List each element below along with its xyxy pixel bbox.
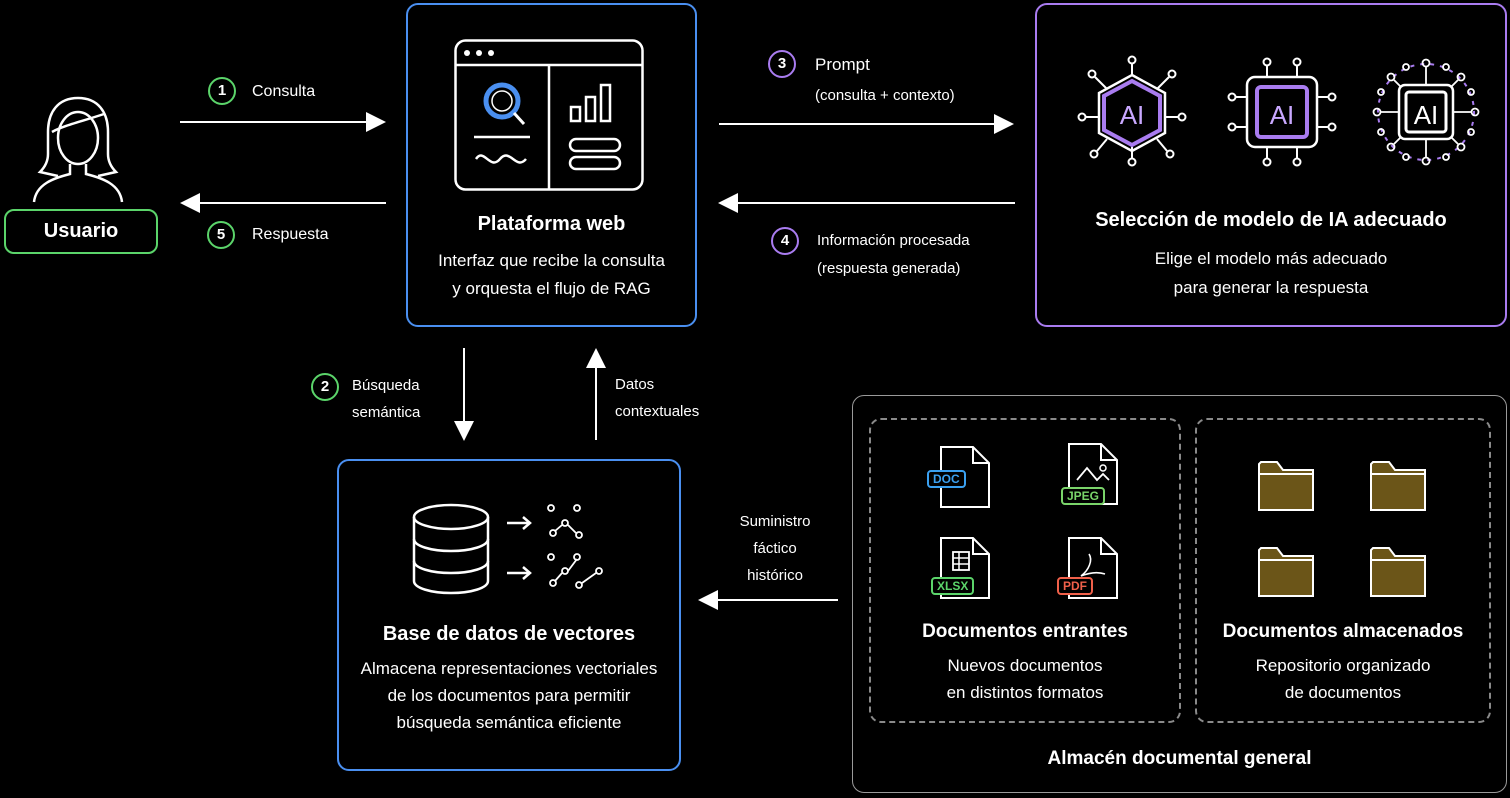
doc-tag: DOC <box>927 470 966 488</box>
ai-box: AI AI <box>1035 3 1507 327</box>
step-4-sublabel: (respuesta generada) <box>817 260 961 277</box>
folder-icon <box>1370 461 1426 511</box>
folder-icon <box>1258 547 1314 597</box>
step-2-label: Búsqueda <box>352 377 420 394</box>
folder-icon <box>1370 547 1426 597</box>
user-icon <box>32 96 124 203</box>
web-interface-icon <box>454 39 644 191</box>
stored-title: Documentos almacenados <box>1222 621 1464 642</box>
doc-file-icon <box>940 446 990 508</box>
ai-desc-2: para generar la respuesta <box>1173 278 1369 297</box>
vectordb-title: Base de datos de vectores <box>382 623 636 645</box>
stored-desc-2: de documentos <box>1284 683 1402 702</box>
platform-box: Plataforma web Interfaz que recibe la co… <box>406 3 697 327</box>
suministro-label-1: Suministro <box>739 513 811 530</box>
step-4-badge: 4 <box>771 227 799 255</box>
step-1-badge: 1 <box>208 77 236 105</box>
user-label-box: Usuario <box>4 209 158 254</box>
step-5-label: Respuesta <box>252 226 329 243</box>
datos-label-2: contextuales <box>615 403 700 420</box>
vectordb-desc-2: de los documentos para permitir <box>387 686 631 705</box>
ai-desc-1: Elige el modelo más adecuado <box>1154 249 1388 268</box>
step-5-badge: 5 <box>207 221 235 249</box>
ai-chip-icon <box>1227 57 1337 167</box>
stored-box: Documentos almacenados Repositorio organ… <box>1195 418 1491 723</box>
ai-circuit-icon <box>1372 58 1480 166</box>
vectordb-desc-3: búsqueda semántica eficiente <box>396 713 622 732</box>
incoming-box: DOC JPEG XLSX PDF Documentos entrantes N… <box>869 418 1181 723</box>
vector-nodes-icon <box>507 504 603 589</box>
step-3-label: Prompt <box>815 55 870 74</box>
step-4-label: Información procesada <box>817 232 970 249</box>
suministro-label-3: histórico <box>747 567 803 584</box>
jpeg-tag: JPEG <box>1061 487 1106 505</box>
step-3-sublabel: (consulta + contexto) <box>815 87 955 104</box>
datos-label-1: Datos <box>615 376 655 393</box>
ai-hexagon-icon <box>1077 55 1187 167</box>
suministro-label-2: fáctico <box>753 540 797 557</box>
step-1-label: Consulta <box>252 83 316 100</box>
platform-title: Plataforma web <box>477 213 626 235</box>
incoming-title: Documentos entrantes <box>922 621 1128 642</box>
vectordb-box: Base de datos de vectores Almacena repre… <box>337 459 681 771</box>
ai-chip-label: AI <box>1269 100 1295 130</box>
store-box: DOC JPEG XLSX PDF Documentos entrantes N… <box>852 395 1507 793</box>
database-icon <box>412 503 490 595</box>
pdf-tag: PDF <box>1057 577 1093 595</box>
platform-desc-2: y orquesta el flujo de RAG <box>452 279 651 298</box>
xlsx-tag: XLSX <box>931 577 975 595</box>
store-title: Almacén documental general <box>1047 748 1312 769</box>
folder-icon <box>1258 461 1314 511</box>
stored-desc-1: Repositorio organizado <box>1255 656 1431 675</box>
step-2-sublabel: semántica <box>352 404 421 421</box>
ai-title: Selección de modelo de IA adecuado <box>1095 209 1447 231</box>
step-3-badge: 3 <box>768 50 796 78</box>
vectordb-desc-1: Almacena representaciones vectoriales <box>360 659 658 678</box>
step-2-badge: 2 <box>311 373 339 401</box>
incoming-desc-2: en distintos formatos <box>946 683 1104 702</box>
ai-hex-label: AI <box>1119 100 1145 130</box>
platform-desc-1: Interfaz que recibe la consulta <box>438 251 665 270</box>
user-label: Usuario <box>43 220 119 242</box>
ai-circuit-label: AI <box>1413 100 1439 130</box>
incoming-desc-1: Nuevos documentos <box>947 656 1103 675</box>
